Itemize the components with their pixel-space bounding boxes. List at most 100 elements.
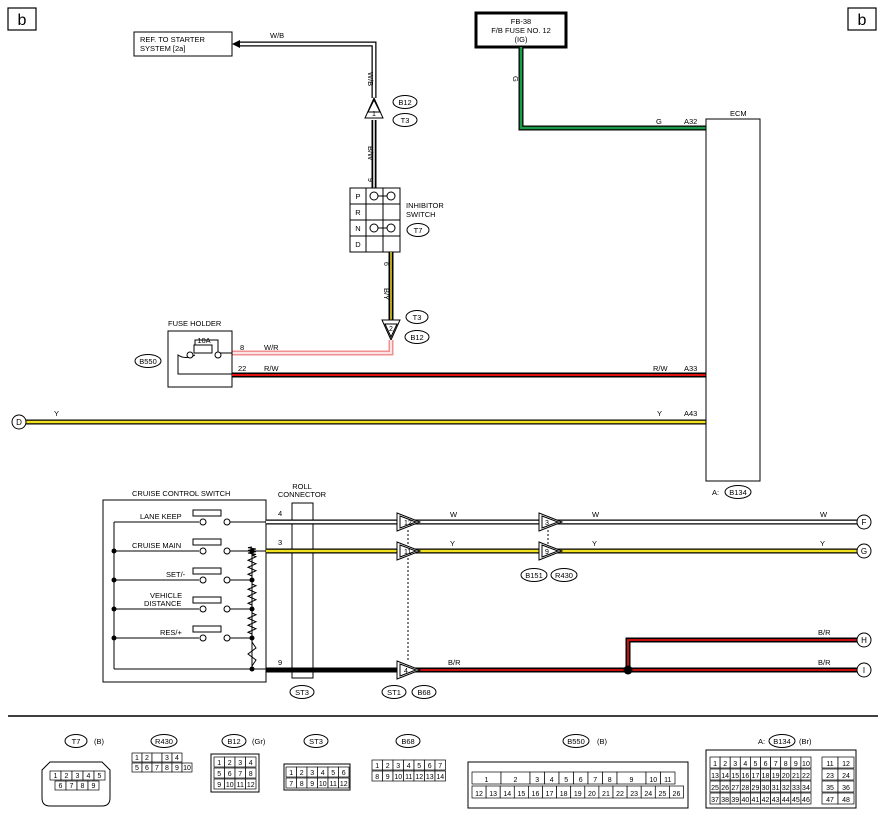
t7-pin: 6 [59, 783, 63, 790]
b134-cell [800, 792, 812, 805]
cruise-control-switch: CRUISE CONTROL SWITCH LANE KEEP CRUISE M… [102, 489, 292, 683]
resistor [247, 641, 257, 667]
b134-pin: 35 [826, 785, 834, 792]
b134-pin: 40 [741, 797, 749, 804]
b550-pin: 25 [658, 791, 666, 798]
r430-pin: 7 [155, 765, 159, 772]
b68-pin: 9 [386, 774, 390, 781]
svg-text:W/B: W/B [270, 31, 284, 40]
svg-text:4: 4 [278, 509, 282, 518]
connector-st1-12: 12 [396, 512, 422, 532]
svg-text:B12: B12 [227, 737, 240, 746]
r430-pin: 2 [145, 755, 149, 762]
svg-text:F: F [862, 518, 867, 527]
svg-text:INHIBITOR: INHIBITOR [406, 201, 444, 210]
terminal-g: G [856, 543, 872, 559]
b134-pin: 27 [731, 785, 739, 792]
b12-pin: 5 [217, 771, 221, 778]
r430-pin: 3 [165, 755, 169, 762]
wire-w-f: W W W [266, 510, 858, 525]
switch-contact [223, 605, 231, 613]
b550-cell [660, 771, 676, 785]
wire-rw: 22 R/W R/W A33 [232, 364, 706, 378]
b12-pin: 4 [249, 760, 253, 767]
b550-pin: 12 [475, 791, 483, 798]
b68-pin: 14 [436, 774, 444, 781]
svg-text:D: D [16, 418, 22, 427]
svg-text:6: 6 [382, 262, 389, 266]
svg-text:Y: Y [450, 539, 455, 548]
svg-text:4: 4 [404, 668, 408, 675]
b12-pin: 12 [247, 782, 255, 789]
r430-pin: 8 [165, 765, 169, 772]
b68-pin: 11 [405, 774, 412, 781]
b134-pin: 41 [752, 797, 760, 804]
svg-text:SWITCH: SWITCH [406, 210, 436, 219]
switch-contact [223, 518, 231, 526]
ref-t7: T7 [406, 223, 430, 237]
svg-text:R/W: R/W [653, 364, 669, 373]
b68-pin: 3 [396, 763, 400, 770]
b134-pin: 26 [721, 785, 729, 792]
connector-b12-t3-top: 1 [364, 96, 384, 119]
svg-text:1: 1 [372, 111, 376, 118]
b134-pin: 6 [764, 761, 768, 768]
st3-pin: 11 [330, 781, 337, 788]
b134-cell [837, 780, 855, 793]
switch-contact [199, 576, 207, 584]
b550-pin: 4 [550, 777, 554, 784]
svg-text:Y: Y [592, 539, 597, 548]
t7-cell [93, 770, 106, 781]
junction-dot [249, 635, 255, 641]
resistor [246, 554, 258, 577]
svg-text:G: G [511, 76, 520, 82]
b550-pin: 19 [574, 791, 582, 798]
inhibitor-row-label: D [355, 240, 361, 249]
svg-text:R430: R430 [155, 737, 173, 746]
st3-pin: 8 [300, 781, 304, 788]
b68-pin: 7 [438, 763, 442, 770]
svg-text:W/R: W/R [264, 343, 279, 352]
corner-label-right: b [847, 7, 877, 31]
svg-text:SET/-: SET/- [166, 570, 186, 579]
switch-contact [199, 634, 207, 642]
b550-pin: 6 [579, 777, 583, 784]
b134-pin: 21 [792, 773, 800, 780]
svg-text:B68: B68 [417, 688, 430, 697]
b550-pin: 10 [649, 777, 657, 784]
wire-by: 6 B/Y [382, 252, 394, 322]
b12-pin: 1 [217, 760, 221, 767]
svg-text:9: 9 [278, 658, 282, 667]
b134-pin: 34 [802, 785, 810, 792]
svg-text:R430: R430 [555, 571, 573, 580]
ref-t3-bottom: T3 [405, 310, 429, 324]
t7-pin: 1 [54, 773, 58, 780]
legend-b68-header: B68 [395, 734, 421, 748]
inhibitor-row-label: R [355, 208, 361, 217]
svg-text:11: 11 [404, 549, 411, 556]
ref-b12-top: B12 [392, 95, 418, 109]
r430-cell [181, 762, 193, 773]
svg-text:B12: B12 [410, 333, 423, 342]
svg-text:12: 12 [404, 520, 412, 527]
svg-text:9: 9 [366, 178, 373, 182]
b68-pin: 1 [375, 763, 379, 770]
svg-text:B/R: B/R [818, 628, 831, 637]
b550-pin: 2 [514, 777, 518, 784]
legend-st3-header: ST3 [303, 734, 329, 748]
svg-text:T3: T3 [401, 116, 410, 125]
b550-pin: 22 [616, 791, 624, 798]
svg-text:B/R: B/R [448, 658, 461, 667]
b134-pin: 4 [743, 761, 747, 768]
b68-pin: 12 [415, 774, 423, 781]
b134-cell [837, 768, 855, 781]
inhibitor-row-label: N [355, 224, 360, 233]
t7-pin: 3 [76, 773, 80, 780]
fuse-fb38-box: FB-38 F/B FUSE NO. 12 (IG) [474, 11, 568, 49]
svg-text:(Br): (Br) [799, 737, 812, 746]
svg-text:B134: B134 [729, 488, 747, 497]
connector-b151-9: 9 [538, 541, 564, 561]
svg-text:W/B: W/B [366, 72, 375, 86]
b134-pin: 44 [782, 797, 790, 804]
b12-pin: 2 [228, 760, 232, 767]
